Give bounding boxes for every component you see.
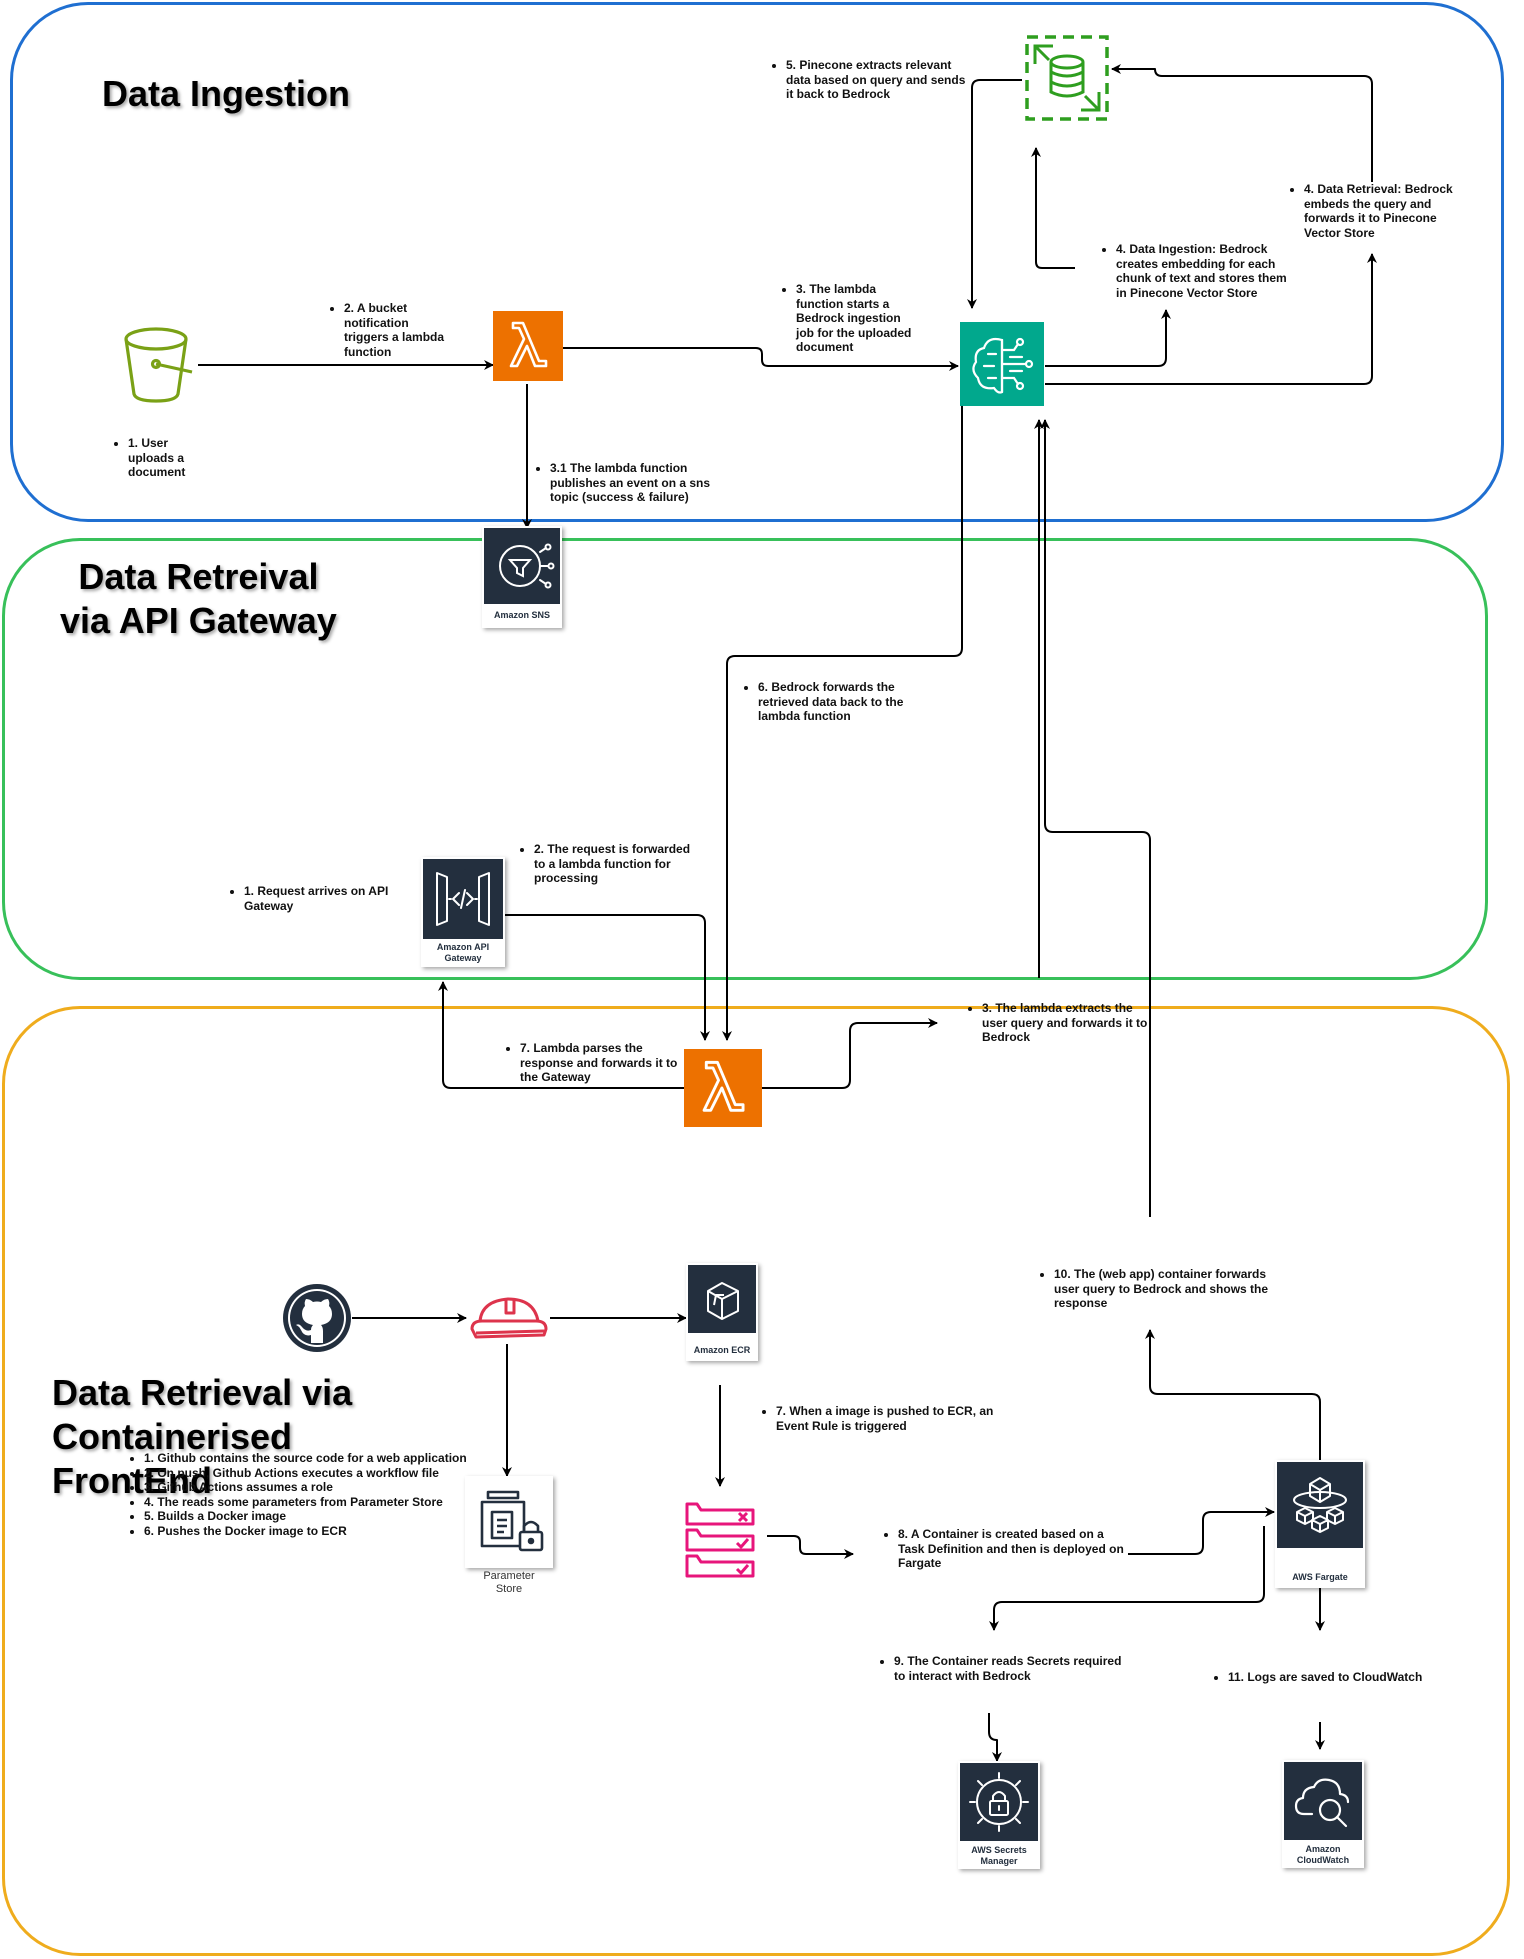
- lambda-icon[interactable]: [684, 1049, 762, 1127]
- note-ingestion-embedding: 4. Data Ingestion: Bedrock creates embed…: [1098, 242, 1288, 300]
- event-rule-icon[interactable]: [681, 1498, 765, 1578]
- note-text: 4. Data Ingestion: Bedrock creates embed…: [1116, 242, 1288, 300]
- api-gateway-title: Data Retreival via API Gateway: [60, 556, 337, 641]
- edge-bedrock-to-chunks-note: [1045, 309, 1171, 367]
- brain-chip-icon[interactable]: [960, 322, 1044, 406]
- note-text: 2. A bucket notification triggers a lamb…: [344, 301, 456, 359]
- note-pinecone-extracts: 5. Pinecone extracts relevant data based…: [768, 58, 968, 102]
- lambda-icon[interactable]: [493, 311, 563, 381]
- edge-lambda2-to-query-note: [761, 1018, 938, 1089]
- secrets-manager-label: AWS Secrets Manager: [971, 1845, 1027, 1866]
- sns-label: Amazon SNS: [493, 610, 550, 620]
- api-gateway-label: Amazon API Gateway: [436, 942, 490, 963]
- parameter-store-label: Parameter Store: [483, 1570, 535, 1595]
- note-request-forwarded: 2. The request is forwarded to a lambda …: [516, 842, 696, 886]
- pipeline-step: 3. Github Actions assumes a role: [144, 1480, 486, 1495]
- cloudwatch-label: Amazon CloudWatch: [1296, 1844, 1350, 1865]
- note-container-reads-secrets: 9. The Container reads Secrets required …: [876, 1654, 1130, 1683]
- data-ingestion-title: Data Ingestion: [102, 73, 351, 114]
- pipeline-step: 6. Pushes the Docker image to ECR: [144, 1524, 486, 1539]
- database-icon[interactable]: [1025, 34, 1109, 122]
- note-text: 4. Data Retrieval: Bedrock embeds the qu…: [1304, 182, 1466, 240]
- parameter-store-icon[interactable]: Parameter Store: [468, 1478, 550, 1595]
- containerised-frontend-panel: [2, 1006, 1510, 1956]
- note-text: 5. Pinecone extracts relevant data based…: [786, 58, 968, 102]
- note-text: 3. The lambda extracts the user query an…: [982, 1001, 1150, 1045]
- note-text: 3.1 The lambda function publishes an eve…: [550, 461, 724, 505]
- note-logs-cloudwatch: 11. Logs are saved to CloudWatch: [1210, 1670, 1440, 1685]
- bucket-icon[interactable]: [122, 326, 194, 404]
- note-text: 11. Logs are saved to CloudWatch: [1228, 1670, 1440, 1685]
- note-text: 3. The lambda function starts a Bedrock …: [796, 282, 918, 355]
- edge-pinecone-to-bedrock: [967, 79, 1022, 309]
- pipeline-step: 2. On push, Github Actions executes a wo…: [144, 1466, 486, 1481]
- note-event-rule: 7. When a image is pushed to ECR, an Eve…: [758, 1404, 1008, 1433]
- note-text: 6. Bedrock forwards the retrieved data b…: [758, 680, 920, 724]
- hard-hat-icon[interactable]: [468, 1293, 550, 1343]
- fargate-icon[interactable]: AWS Fargate: [1277, 1462, 1363, 1582]
- pipeline-step: 5. Builds a Docker image: [144, 1509, 486, 1524]
- edge-bedrock-to-lambda2: [722, 405, 963, 1041]
- edge-secrets-note-to-secrets: [988, 1713, 1002, 1762]
- sns-icon[interactable]: Amazon SNS: [484, 528, 560, 620]
- note-start-ingestion: 3. The lambda function starts a Bedrock …: [778, 282, 918, 355]
- edge-bedrock-to-retrieval-note: [1045, 253, 1377, 385]
- note-lambda-parses: 7. Lambda parses the response and forwar…: [502, 1041, 684, 1085]
- note-user-uploads: 1. User uploads a document: [110, 436, 200, 480]
- note-lambda-extracts: 3. The lambda extracts the user query an…: [964, 1001, 1150, 1045]
- edge-fargate-to-forward-note: [1145, 1329, 1321, 1462]
- note-container-forwards: 10. The (web app) container forwards use…: [1036, 1267, 1276, 1311]
- cloudwatch-icon[interactable]: Amazon CloudWatch: [1284, 1762, 1362, 1865]
- edge-lambda-to-bedrock: [561, 347, 959, 371]
- pipeline-step: 1. Github contains the source code for a…: [144, 1451, 486, 1466]
- edge-container-to-bedrock: [1040, 419, 1151, 1217]
- note-publish-sns: 3.1 The lambda function publishes an eve…: [532, 461, 724, 505]
- note-bucket-notification: 2. A bucket notification triggers a lamb…: [326, 301, 456, 359]
- api-gateway-icon[interactable]: Amazon API Gateway: [423, 859, 503, 963]
- note-retrieval-embedding: 4. Data Retrieval: Bedrock embeds the qu…: [1286, 182, 1466, 240]
- edge-fargate-to-secrets-note: [989, 1526, 1265, 1631]
- edge-deploy-note-to-fargate: [1128, 1507, 1275, 1555]
- secrets-manager-icon[interactable]: AWS Secrets Manager: [960, 1763, 1038, 1866]
- edge-retrieval-note-to-pinecone: [1111, 64, 1373, 182]
- note-container-created: 8. A Container is created based on a Tas…: [880, 1527, 1130, 1571]
- frontend-title: Data Retrieval via Containerised FrontEn…: [52, 1372, 353, 1501]
- api-gateway-panel: [2, 538, 1488, 980]
- note-text: 2. The request is forwarded to a lambda …: [534, 842, 696, 886]
- github-icon[interactable]: [282, 1283, 352, 1353]
- ecr-label: Amazon ECR: [693, 1345, 751, 1355]
- note-pipeline-steps: 1. Github contains the source code for a…: [126, 1451, 486, 1538]
- edge-eventbridge-to-deploy-note: [767, 1535, 854, 1559]
- note-text: 8. A Container is created based on a Tas…: [898, 1527, 1130, 1571]
- note-text: 7. Lambda parses the response and forwar…: [520, 1041, 684, 1085]
- note-text: 7. When a image is pushed to ECR, an Eve…: [776, 1404, 1008, 1433]
- data-ingestion-panel: [10, 2, 1504, 522]
- note-text: 1. User uploads a document: [128, 436, 200, 480]
- note-bedrock-forwards: 6. Bedrock forwards the retrieved data b…: [740, 680, 920, 724]
- edge-apigw-to-lambda2: [504, 914, 710, 1041]
- pipeline-step: 4. The reads some parameters from Parame…: [144, 1495, 486, 1510]
- note-text: 10. The (web app) container forwards use…: [1054, 1267, 1276, 1311]
- note-request-arrives: 1. Request arrives on API Gateway: [226, 884, 406, 913]
- note-text: 1. Request arrives on API Gateway: [244, 884, 406, 913]
- edge-chunks-note-to-pinecone: [1031, 147, 1075, 269]
- fargate-label: AWS Fargate: [1292, 1572, 1348, 1582]
- ecr-icon[interactable]: Amazon ECR: [688, 1265, 756, 1355]
- edge-lambda2-to-apigw: [438, 981, 684, 1089]
- note-text: 9. The Container reads Secrets required …: [894, 1654, 1130, 1683]
